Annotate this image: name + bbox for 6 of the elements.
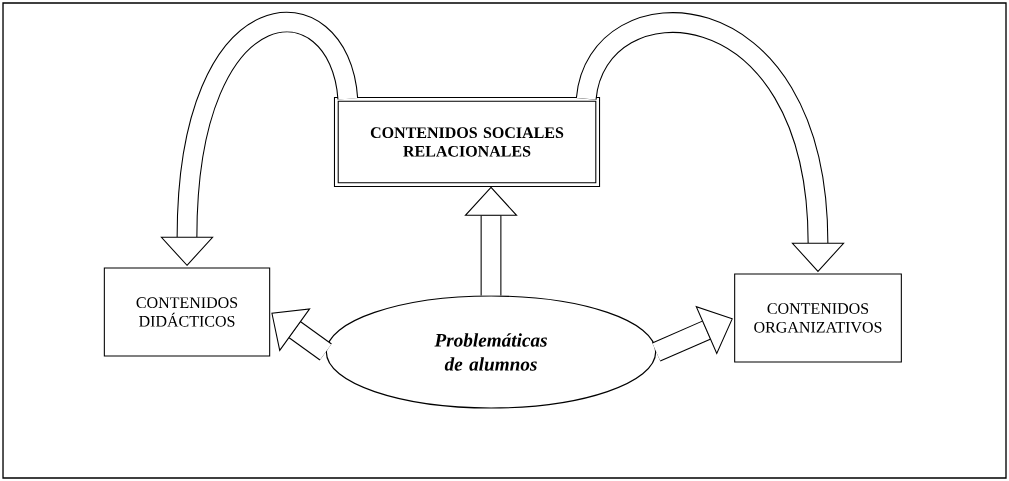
block-arrow [464, 186, 518, 296]
block-arrow [271, 308, 332, 361]
content-box: CONTENIDOS ORGANIZATIVOS [734, 273, 902, 363]
block-arrow [652, 305, 733, 362]
title-box: CONTENIDOS SOCIALES RELACIONALES [333, 96, 601, 188]
content-box: CONTENIDOS DIDÁCTICOS [103, 267, 271, 357]
